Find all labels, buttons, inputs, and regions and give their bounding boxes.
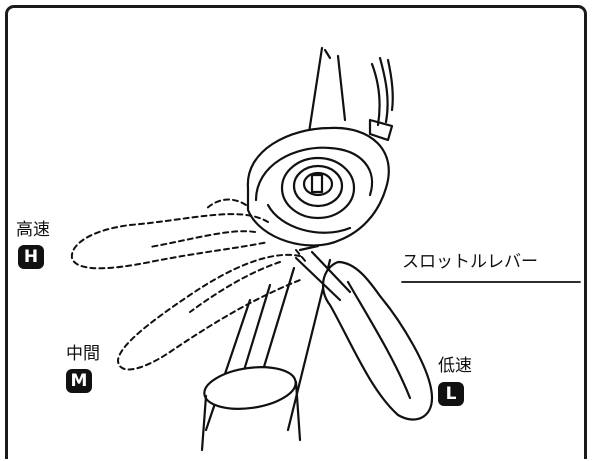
throttle-cable bbox=[368, 56, 394, 142]
lever-medium-position bbox=[116, 249, 307, 371]
lever-low-position bbox=[294, 244, 434, 421]
medium-speed-badge: M bbox=[66, 369, 92, 393]
throttle-lever-label: スロットルレバー bbox=[402, 252, 538, 272]
low-speed-badge: L bbox=[438, 382, 464, 406]
medium-speed-label: 中間 bbox=[66, 344, 100, 364]
high-speed-label: 高速 bbox=[16, 220, 50, 240]
handlebar-grip bbox=[200, 258, 332, 452]
low-speed-label: 低速 bbox=[438, 356, 472, 376]
high-speed-badge: H bbox=[18, 245, 44, 269]
throttle-housing bbox=[246, 126, 390, 247]
lever-high-position bbox=[70, 198, 269, 270]
